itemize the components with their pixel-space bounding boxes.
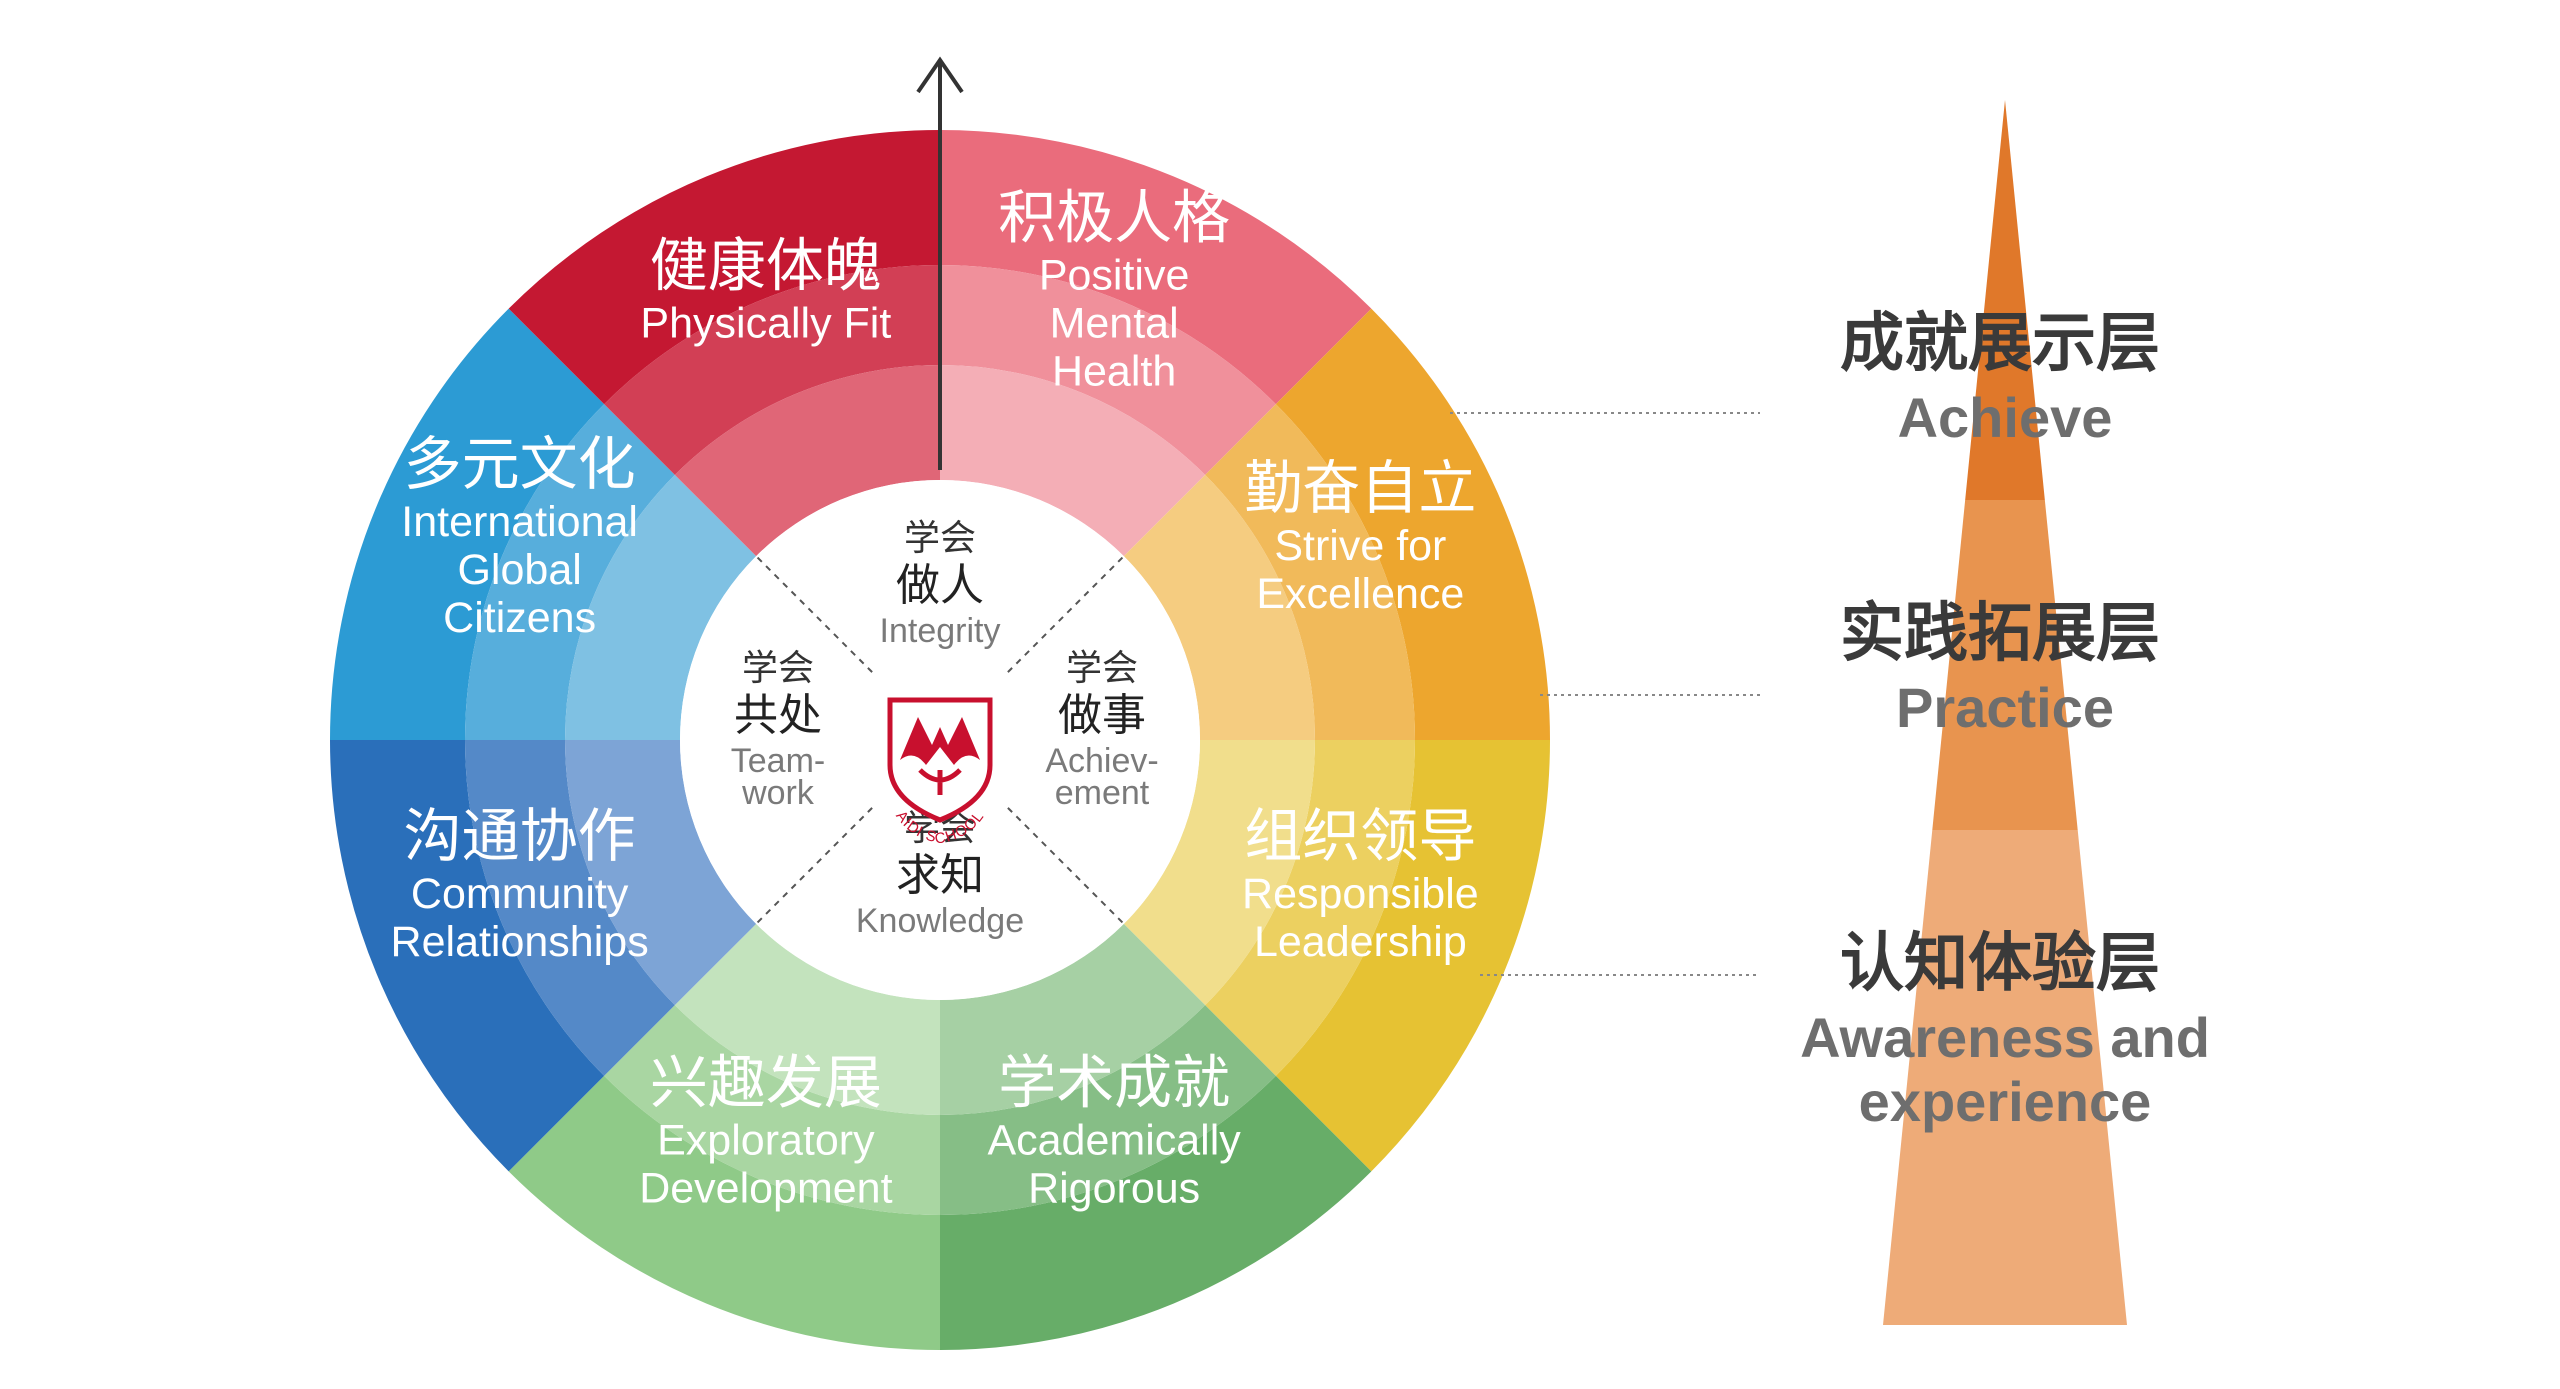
center-title: 做事: [1058, 690, 1146, 741]
segment-ring-outer: [330, 740, 605, 1172]
segment-title-cn: 多元文化: [404, 430, 636, 498]
quadrant-divider: [756, 556, 874, 674]
level-title-cn: 实践拓展层: [1840, 597, 2160, 671]
segment-title-en: Community: [411, 870, 629, 918]
segment-title-en: Academically: [987, 1116, 1241, 1164]
segment-ring-inner: [565, 474, 757, 740]
center-title: 做人: [896, 560, 984, 611]
leader-lines: [1450, 412, 1760, 976]
segment-ring-inner: [940, 365, 1206, 557]
segment-title-en: Citizens: [443, 594, 596, 642]
level-title-en: experience: [1859, 1070, 2152, 1133]
segment-title-cn: 兴趣发展: [650, 1048, 882, 1116]
segment-ring-inner: [674, 923, 940, 1115]
level-title-cn: 认知体验层: [1840, 927, 2160, 1001]
pyramid-band-2: [1883, 830, 2127, 1325]
segment-title-en: Health: [1052, 348, 1176, 396]
segment-ring-inner: [1123, 740, 1315, 1006]
level-pyramid: [1883, 100, 2127, 1325]
segment-ring-mid: [604, 265, 940, 475]
pyramid-band-1: [1932, 500, 2078, 830]
segment-ring-mid: [465, 404, 675, 740]
segment-title-cn: 组织领导: [1244, 802, 1476, 870]
segment-title-en: Development: [639, 1164, 892, 1212]
center-subtitle: Integrity: [880, 612, 1001, 650]
center-subtitle: Knowledge: [856, 902, 1024, 940]
segment-title-en: Leadership: [1254, 918, 1467, 966]
level-title-en: Achieve: [1898, 386, 2113, 449]
segment-title-en: International: [401, 498, 638, 546]
level-title-en: Practice: [1896, 676, 2114, 739]
pyramid-band-0: [1965, 100, 2045, 500]
segment-title-cn: 积极人格: [998, 184, 1230, 252]
segment-title-en: Strive for: [1274, 522, 1446, 570]
segment-ring-outer: [940, 1075, 1372, 1350]
center-subtitle: ement: [1055, 774, 1150, 812]
segment-ring-mid: [940, 265, 1276, 475]
quadrant-divider: [1006, 556, 1124, 674]
center-subtitle: Team-: [731, 742, 825, 780]
quadrant-divider: [1006, 806, 1124, 924]
quadrant-divider: [756, 806, 874, 924]
center-prefix: 学会: [742, 648, 814, 689]
segment-title-en: Relationships: [391, 918, 649, 966]
segment-title-en: Positive: [1039, 252, 1190, 300]
segment-ring-inner: [940, 923, 1206, 1115]
segment-title-cn: 健康体魄: [650, 232, 882, 300]
segment-title-en: Exploratory: [657, 1116, 875, 1164]
segment-ring-outer: [1275, 308, 1550, 740]
center-prefix: 学会: [1066, 648, 1138, 689]
segment-title-en: Responsible: [1242, 870, 1479, 918]
segment-ring-inner: [565, 740, 757, 1006]
segment-ring-outer: [508, 1075, 940, 1350]
level-title-cn: 成就展示层: [1840, 307, 2160, 381]
segment-ring-mid: [465, 740, 675, 1076]
segment-title-en: Excellence: [1256, 570, 1464, 618]
segment-title-en: Global: [457, 546, 581, 594]
segment-ring-mid: [940, 1005, 1276, 1215]
center-title: 共处: [734, 690, 822, 741]
center-title: 求知: [896, 850, 984, 901]
segment-ring-outer: [940, 130, 1372, 405]
segment-title-cn: 学术成就: [998, 1048, 1230, 1116]
segment-ring-inner: [1123, 474, 1315, 740]
center-subtitle: Achiev-: [1045, 742, 1158, 780]
segment-title-cn: 沟通协作: [404, 802, 636, 870]
segment-ring-mid: [1205, 740, 1415, 1076]
segment-title-cn: 勤奋自立: [1244, 454, 1476, 522]
segment-ring-outer: [508, 130, 940, 405]
center-subtitle: work: [741, 774, 815, 812]
segment-ring-mid: [1205, 404, 1415, 740]
segment-title-en: Physically Fit: [640, 300, 891, 348]
segment-ring-inner: [674, 365, 940, 557]
segment-title-en: Mental: [1050, 300, 1179, 348]
center-prefix: 学会: [904, 518, 976, 559]
up-arrow: [916, 56, 964, 470]
segment-ring-mid: [604, 1005, 940, 1215]
segment-ring-outer: [1275, 740, 1550, 1172]
segment-title-en: Rigorous: [1028, 1164, 1200, 1212]
segment-ring-outer: [330, 308, 605, 740]
level-title-en: Awareness and: [1800, 1006, 2210, 1069]
